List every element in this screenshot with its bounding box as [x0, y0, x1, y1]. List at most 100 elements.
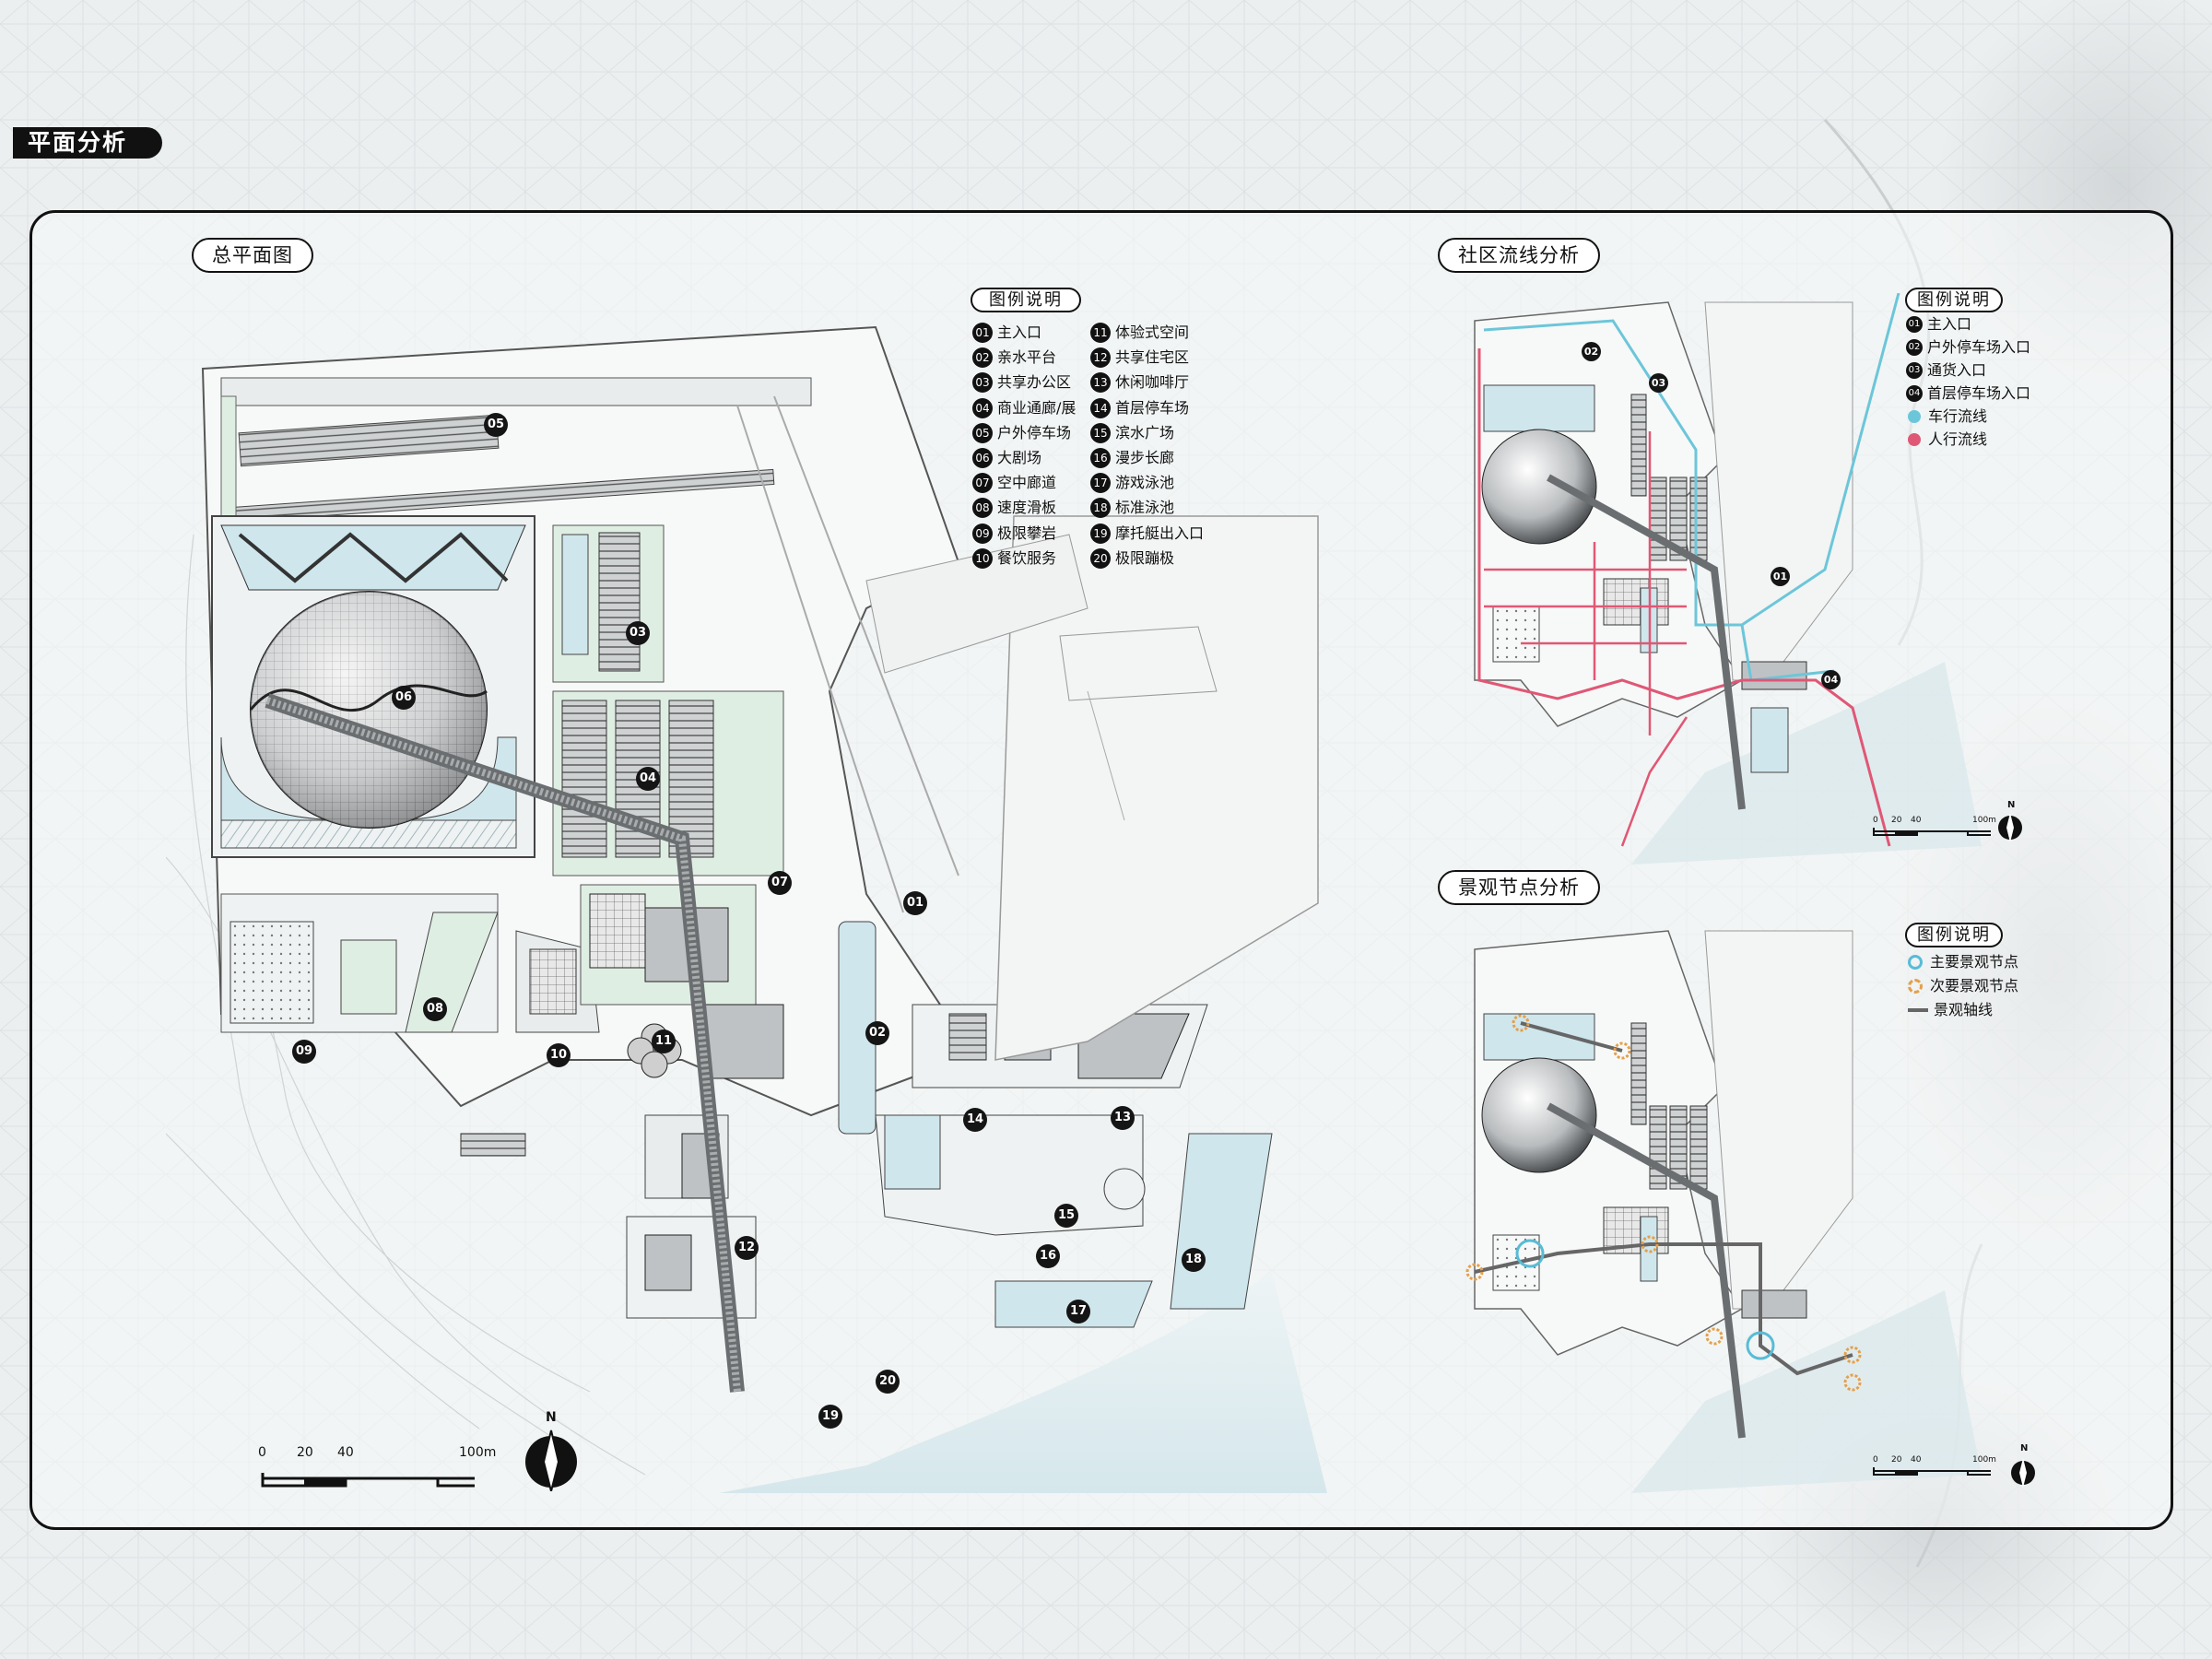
- legend-label: 次要景观节点: [1930, 977, 2019, 994]
- legend-label: 摩托艇出入口: [1115, 524, 1205, 542]
- marker-08: 08: [423, 997, 447, 1021]
- north-arrow-icon: [525, 1430, 577, 1491]
- flow-scale-100m: 100m: [1972, 816, 1996, 825]
- marker-09: 09: [292, 1040, 316, 1064]
- legend-label: 速度滑板: [997, 499, 1057, 517]
- legend-label: 通货入口: [1927, 361, 1987, 379]
- master-scale-bar: [261, 1473, 475, 1488]
- flow-legend-title: 图例说明: [1905, 288, 2003, 312]
- master-plan-title: 总平面图: [192, 238, 313, 273]
- landscape-scale-40: 40: [1911, 1455, 1922, 1465]
- flow-marker-02: 02: [1582, 342, 1601, 361]
- legend-label: 首层停车场: [1115, 398, 1190, 417]
- flow-line-legend-item: 人行流线: [1908, 430, 1987, 449]
- secondary-node-icon: [1908, 979, 1923, 994]
- marker-16: 16: [1036, 1244, 1060, 1268]
- flow-line-legend-item: 车行流线: [1908, 407, 1987, 426]
- legend-label: 空中廊道: [997, 474, 1057, 492]
- marker-02: 02: [865, 1021, 889, 1045]
- legend-label: 极限攀岩: [997, 524, 1057, 542]
- master-scale-0: 0: [258, 1445, 266, 1460]
- legend-label: 标准泳池: [1115, 499, 1175, 517]
- marker-10: 10: [547, 1043, 571, 1067]
- legend-number: 01: [972, 323, 993, 343]
- line-swatch-icon: [1908, 410, 1921, 423]
- flow-scale-20: 20: [1891, 816, 1902, 825]
- landscape-north-label: N: [2020, 1443, 2029, 1453]
- legend-label: 休闲咖啡厅: [1115, 373, 1190, 392]
- line-swatch-icon: [1908, 433, 1921, 446]
- master-scale-20: 20: [297, 1445, 313, 1460]
- marker-14: 14: [963, 1108, 987, 1132]
- legend-label: 主要景观节点: [1930, 953, 2019, 971]
- landscape-scale-20: 20: [1891, 1455, 1902, 1465]
- legend-number: 06: [972, 448, 993, 468]
- legend-label: 景观轴线: [1934, 1001, 1994, 1018]
- landscape-north-icon: [2011, 1458, 2035, 1488]
- marker-17: 17: [1066, 1300, 1090, 1324]
- marker-01: 01: [903, 891, 927, 915]
- flow-scale-40: 40: [1911, 816, 1922, 825]
- legend-label: 大剧场: [997, 449, 1042, 466]
- flow-marker-03: 03: [1649, 373, 1668, 393]
- marker-18: 18: [1182, 1248, 1206, 1272]
- landscape-legend-title: 图例说明: [1905, 923, 2003, 947]
- landscape-analysis-map: [1465, 930, 1982, 1493]
- flow-marker-04: 04: [1821, 670, 1841, 689]
- flow-scale-bar: [1873, 828, 1991, 836]
- legend-label: 游戏泳池: [1115, 474, 1175, 492]
- legend-label: 亲水平台: [997, 348, 1057, 367]
- flow-marker-01: 01: [1771, 567, 1790, 586]
- primary-node-icon: [1908, 955, 1923, 970]
- landscape-legend-item: 次要景观节点: [1908, 977, 2018, 995]
- marker-20: 20: [876, 1370, 900, 1394]
- legend-number: 05: [972, 422, 993, 443]
- marker-19: 19: [818, 1405, 842, 1429]
- legend-number: 02: [972, 347, 993, 369]
- legend-number: 19: [1090, 523, 1111, 544]
- master-plan-map: [166, 325, 1327, 1493]
- legend-number: 12: [1090, 347, 1111, 369]
- landscape-scale-100m: 100m: [1972, 1455, 1996, 1465]
- legend-label: 人行流线: [1928, 430, 1988, 448]
- landscape-analysis-title: 景观节点分析: [1438, 870, 1600, 905]
- master-north-label: N: [546, 1410, 557, 1425]
- legend-number: 16: [1090, 448, 1111, 468]
- marker-12: 12: [735, 1236, 759, 1260]
- legend-number: 20: [1090, 547, 1111, 569]
- legend-number: 04: [1906, 385, 1923, 402]
- legend-number: 13: [1090, 372, 1111, 394]
- axis-line-icon: [1908, 1008, 1928, 1012]
- legend-number: 09: [972, 523, 993, 544]
- marker-03: 03: [626, 621, 650, 645]
- flow-scale-0: 0: [1873, 816, 1878, 825]
- flow-north-icon: [1998, 813, 2022, 842]
- legend-number: 01: [1906, 316, 1923, 333]
- legend-number: 10: [972, 547, 993, 569]
- legend-label: 户外停车场: [997, 423, 1072, 441]
- legend-label: 共享办公区: [997, 373, 1072, 392]
- master-scale-100m: 100m: [459, 1445, 497, 1460]
- legend-number: 11: [1090, 323, 1111, 343]
- flow-analysis-title: 社区流线分析: [1438, 238, 1600, 273]
- legend-number: 14: [1090, 397, 1111, 418]
